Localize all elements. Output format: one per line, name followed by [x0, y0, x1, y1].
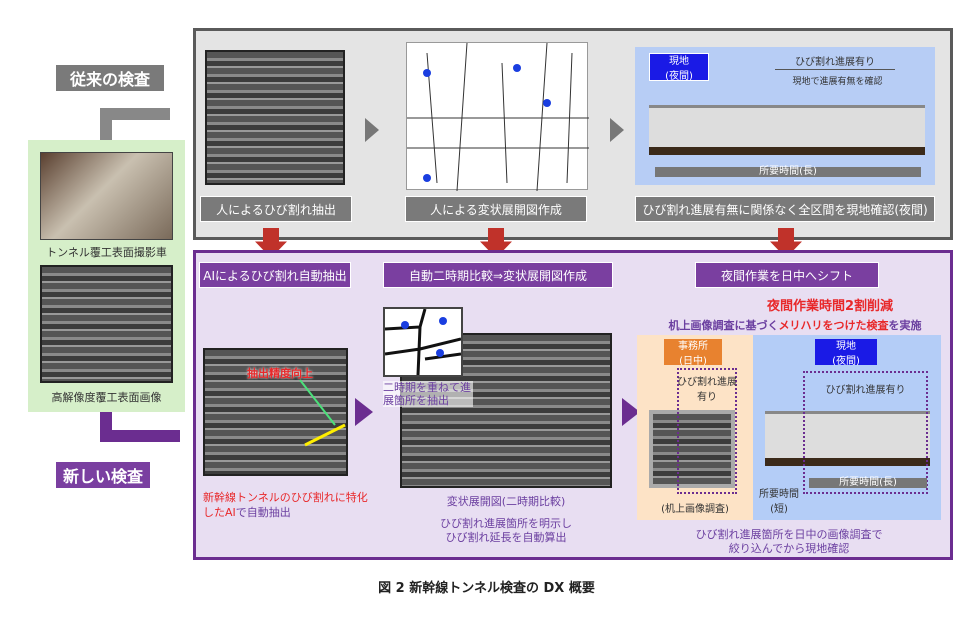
site-badge: 現地 (夜間) [649, 53, 709, 82]
site-badge-title: 現地 [669, 56, 689, 67]
legacy-step3: ひび割れ進展有無に関係なく全区間を現地確認(夜間) [635, 196, 935, 222]
map-caption: 変状展開図(二時期比較) [446, 495, 566, 508]
summary-2: 絞り込んでから現地確認 [728, 542, 850, 555]
legacy-step1: 人によるひび割れ抽出 [200, 196, 352, 222]
image-caption: 高解像度覆工表面画像 [51, 391, 162, 404]
office-panel: 事務所 (日中) ひび割れ進展有り (机上画像調査) [637, 335, 753, 520]
inspection-vehicle-photo [40, 152, 173, 240]
site-check-label: 現地で進展有無を確認 [792, 77, 883, 87]
vehicle-caption: トンネル覆工表面撮影車 [46, 246, 167, 259]
summary-1: ひび割れ進展箇所を日中の画像調査で [695, 528, 883, 541]
accuracy-label: 抽出精度向上 [247, 367, 313, 380]
arrow-right-icon [622, 398, 640, 426]
crack-progress-label: ひび割れ進展有り [795, 57, 875, 68]
deformation-map-drawing [406, 42, 589, 192]
office-crack-label: ひび割れ進展有り [677, 377, 737, 403]
input-panel: トンネル覆工表面撮影車 高解像度覆工表面画像 [28, 140, 185, 412]
crack-highlight-box [803, 371, 928, 494]
chevron-right-icon [365, 118, 379, 142]
new-label: 新しい検査 [55, 461, 151, 489]
office-badge-sub: (日中) [679, 356, 707, 367]
site-badge-sub: (夜間) [832, 356, 860, 367]
legacy-site-panel: 現地 (夜間) ひび割れ進展有り 現地で進展有無を確認 所要時間(長) [635, 47, 935, 185]
new-step2: 自動二時期比較⇒変状展開図作成 [383, 262, 613, 288]
overlay-inset [383, 307, 463, 377]
tunnel-illustration [765, 411, 930, 466]
new-flow-arrow [100, 430, 180, 442]
time-long-bar: 所要時間(長) [809, 478, 927, 488]
policy-label: 机上画像調査に基づくメリハリをつけた検査を実施 [650, 317, 940, 333]
policy-b: メリハリをつけた検査 [778, 319, 889, 332]
office-caption: (机上画像調査) [661, 504, 729, 515]
chevron-right-icon [610, 118, 624, 142]
desk-image [649, 410, 735, 488]
range-arrow [775, 69, 895, 70]
ai-description-rest: で自動抽出 [235, 506, 291, 519]
site-crack-label: ひび割れ進展有り [825, 385, 906, 396]
site-badge-title: 現地 [836, 341, 856, 352]
map-desc-1: ひび割れ進展箇所を明示し [440, 517, 572, 530]
map-desc-2: ひび割れ延長を自動算出 [445, 531, 567, 544]
ai-description-highlight: 新幹線トンネルのひび割れに特化したAI [203, 491, 368, 519]
arrow-right-icon [355, 398, 373, 426]
time-short-label: 所要時間(短) [759, 489, 799, 515]
legacy-step2: 人による変状展開図作成 [405, 196, 587, 222]
ai-crack-photo: 抽出精度向上 [203, 348, 348, 476]
new-step3: 夜間作業を日中へシフト [695, 262, 879, 288]
site-panel: 現地 (夜間) ひび割れ進展有り 所要時間(長) 所要時間(短) [753, 335, 941, 520]
site-badge: 現地 (夜間) [815, 339, 877, 367]
crack-highlight-box [677, 368, 737, 494]
new-step1: AIによるひび割れ自動抽出 [199, 262, 351, 288]
surface-image [40, 265, 173, 383]
legacy-flow-stem [100, 108, 112, 140]
policy-a: 机上画像調査に基づく [668, 319, 779, 332]
ai-description: 新幹線トンネルのひび割れに特化したAIで自動抽出 [203, 490, 368, 520]
reduction-label: 夜間作業時間2割削減 [766, 299, 894, 314]
legacy-label: 従来の検査 [55, 64, 165, 92]
legacy-crack-photo [205, 50, 345, 185]
site-badge-sub: (夜間) [665, 71, 693, 82]
legacy-flow-arrow [100, 108, 170, 120]
policy-c: を実施 [888, 319, 922, 332]
tunnel-illustration [649, 105, 925, 155]
figure-caption: 図 2 新幹線トンネル検査の DX 概要 [378, 581, 595, 596]
office-badge: 事務所 (日中) [664, 339, 722, 367]
overlay-label: 二時期を重ねて進展箇所を抽出 [383, 381, 473, 407]
office-badge-title: 事務所 [678, 341, 708, 352]
time-long-bar: 所要時間(長) [655, 167, 921, 177]
